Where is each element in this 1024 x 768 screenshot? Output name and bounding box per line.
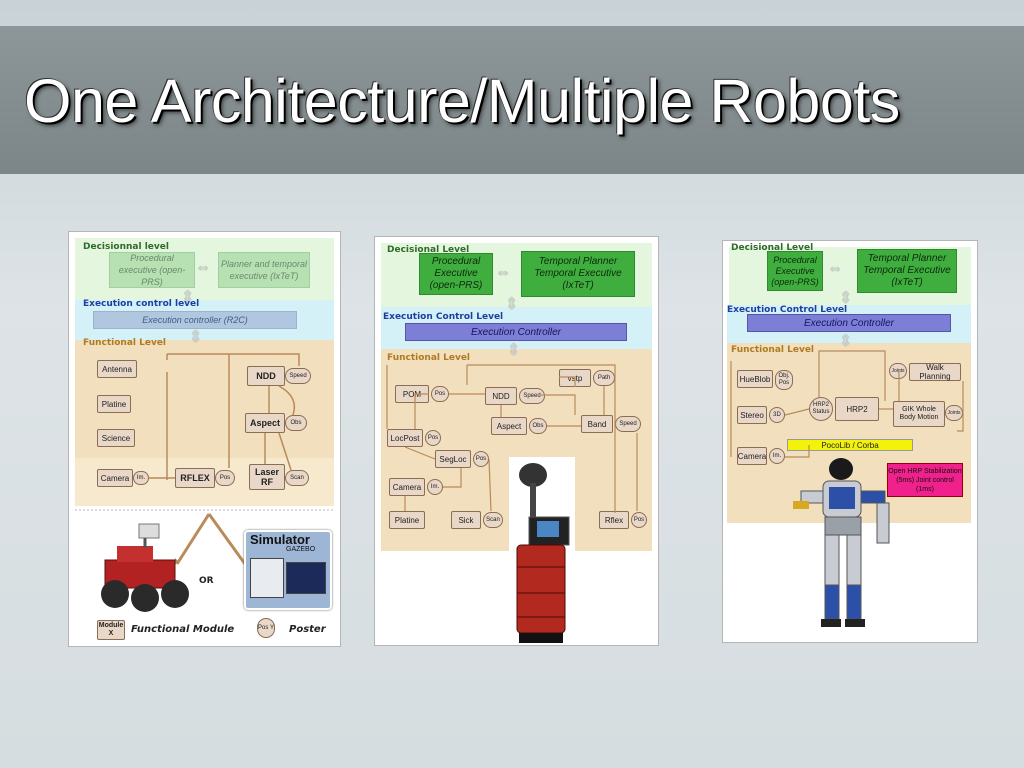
- decisional-level-label: Decisional Level: [731, 243, 814, 253]
- module-platine: Platine: [97, 395, 131, 413]
- diagram-panel-2: Decisional Level Procedural Executive (o…: [374, 236, 659, 646]
- poster-pos: Pos: [215, 470, 235, 486]
- module-aspect: Aspect: [245, 413, 285, 433]
- module-ndd: NDD: [485, 387, 517, 405]
- simulator-screen-right: [286, 562, 326, 594]
- module-camera: Camera: [389, 478, 425, 496]
- legend-module-text: Functional Module: [131, 624, 235, 635]
- module-ndd: NDD: [247, 366, 285, 386]
- legend-module-box: Module X: [97, 620, 125, 640]
- module-camera: Camera: [97, 469, 133, 487]
- module-rflex: RFLEX: [175, 468, 215, 488]
- procedural-executive-box: Procedural Executive (open-PRS): [767, 251, 823, 291]
- module-laser-rf: Laser RF: [249, 464, 285, 490]
- execution-level-label: Execution control level: [83, 299, 200, 309]
- module-sick: Sick: [451, 511, 481, 529]
- poster-im: Im.: [769, 448, 785, 464]
- planner-box: Temporal Planner Temporal Executive (IxT…: [521, 251, 635, 297]
- bidirectional-arrow-icon: ⇔: [827, 260, 843, 277]
- module-locpost: LocPost: [387, 429, 423, 447]
- execution-controller-box: Execution Controller: [747, 314, 951, 332]
- simulator-box: Simulator GAZEBO: [244, 530, 332, 610]
- module-platine: Platine: [389, 511, 425, 529]
- poster-pos-3: Pos: [473, 451, 489, 467]
- module-hueblob: HueBlob: [737, 370, 773, 388]
- poster-joints: Joints: [889, 363, 907, 379]
- module-camera: Camera: [737, 447, 767, 465]
- planner-box: Planner and temporal executive (IxTeT): [218, 252, 310, 288]
- vertical-arrow-icon: ⇕: [839, 333, 853, 350]
- functional-level-label: Functional Level: [83, 338, 167, 348]
- poster-path: Path: [593, 370, 615, 386]
- bidirectional-arrow-icon: ⇔: [195, 259, 211, 276]
- module-hrp2: HRP2: [835, 397, 879, 421]
- poster-obs: Obs: [285, 415, 307, 431]
- vertical-arrow-icon: ⇕: [507, 342, 521, 359]
- poster-scan: Scan: [285, 470, 309, 486]
- title-band: [0, 26, 1024, 174]
- module-pom: POM: [395, 385, 429, 403]
- procedural-executive-box: Procedural executive (open-PRS): [109, 252, 195, 288]
- procedural-executive-box: Procedural Executive (open-PRS): [419, 253, 493, 295]
- decisional-level-label: Decisionnal level: [83, 242, 169, 252]
- or-text: OR: [199, 576, 214, 586]
- legend-poster-text: Poster: [289, 624, 326, 635]
- open-hrp-box: Open HRP Stabilization (5ms) Joint contr…: [887, 463, 963, 497]
- execution-level-label: Execution Control Level: [383, 312, 504, 322]
- decisional-level-label: Decisional Level: [387, 245, 470, 255]
- poster-speed: Speed: [285, 368, 311, 384]
- module-science: Science: [97, 429, 135, 447]
- poster-obj-pos: Obj. Pos: [775, 370, 793, 390]
- execution-controller-box: Execution Controller: [405, 323, 627, 341]
- diagram-panel-3: Decisional Level Procedural Executive (o…: [722, 240, 978, 643]
- poster-pos-4: Pos: [631, 512, 647, 528]
- vertical-arrow-icon: ⇕: [505, 296, 519, 313]
- module-antenna: Antenna: [97, 360, 137, 378]
- module-vstp: vstp: [559, 369, 591, 387]
- module-gik: GIK Whole Body Motion: [893, 401, 945, 427]
- poster-speed: Speed: [519, 388, 545, 404]
- vertical-arrow-icon: ⇕: [189, 329, 203, 346]
- vertical-arrow-icon: ⇕: [839, 290, 853, 307]
- module-aspect: Aspect: [491, 417, 527, 435]
- hrp2-humanoid-image: [793, 458, 890, 627]
- module-band: Band: [581, 415, 613, 433]
- poster-3d: 3D: [769, 407, 785, 423]
- slide-title: One Architecture/Multiple Robots: [24, 67, 900, 135]
- diagram-panel-1: Decisionnal level Procedural executive (…: [68, 231, 341, 647]
- poster-hrp2-status: HRP2 Status: [809, 397, 833, 421]
- poster-pos-2: Pos: [425, 430, 441, 446]
- bidirectional-arrow-icon: ⇔: [495, 264, 511, 281]
- execution-controller-box: Execution controller (R2C): [93, 311, 297, 329]
- poster-obs: Obs: [529, 418, 547, 434]
- functional-level-label: Functional Level: [387, 353, 471, 363]
- legend-poster-box: Pos Y: [257, 618, 275, 638]
- pocolib-bar: PocoLib / Corba: [787, 439, 913, 451]
- simulator-subtitle: GAZEBO: [286, 546, 316, 553]
- simulator-title: Simulator: [250, 532, 310, 547]
- module-rflex: Rflex: [599, 511, 629, 529]
- rover-robot-image: [101, 523, 189, 612]
- planner-box: Temporal Planner Temporal Executive (IxT…: [857, 249, 957, 293]
- module-segloc: SegLoc: [435, 450, 471, 468]
- module-stereo: Stereo: [737, 406, 767, 424]
- module-walk-planning: Walk Planning: [909, 363, 961, 381]
- poster-im: Im.: [427, 479, 443, 495]
- poster-speed-2: Speed: [615, 416, 641, 432]
- simulator-screen-left: [250, 558, 284, 598]
- poster-joints-2: Joints: [945, 405, 963, 421]
- functional-level-label: Functional Level: [731, 345, 815, 355]
- poster-pos: Pos: [431, 386, 449, 402]
- poster-im: Im.: [133, 471, 149, 485]
- vertical-arrow-icon: ⇕: [181, 289, 195, 306]
- execution-level-label: Execution Control Level: [727, 305, 848, 315]
- rackham-robot-image: [509, 457, 575, 645]
- poster-scan: Scan: [483, 512, 503, 528]
